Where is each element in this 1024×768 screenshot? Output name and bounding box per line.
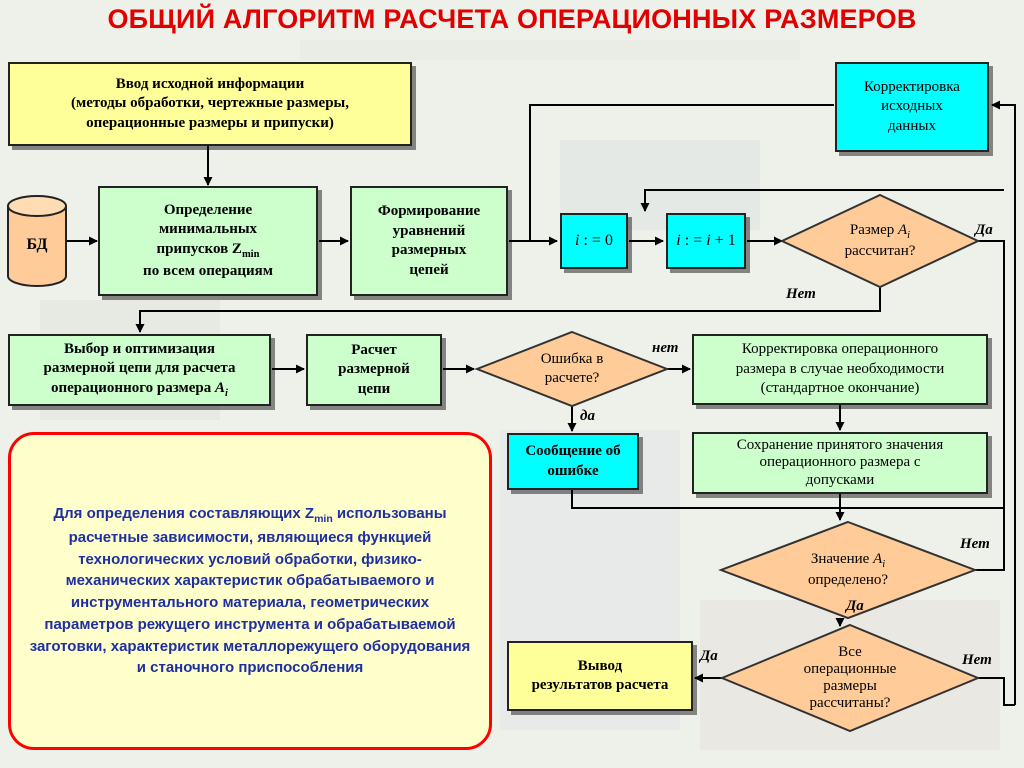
box-save-value: Сохранение принятого значения операционн… (692, 432, 988, 494)
box-i-increment: i : = i + 1 (666, 213, 746, 269)
label-no-calculated: Нет (786, 286, 816, 302)
database-label: БД (26, 236, 48, 253)
label-no-all: Нет (962, 652, 992, 668)
diamond-defined (718, 520, 978, 620)
diamond-all-done (719, 623, 981, 733)
box-correct-input: Корректировка исходных данных (835, 62, 989, 152)
diamond-error-text: Ошибка в расчете? (540, 351, 604, 386)
label-yes-all: Да (700, 648, 718, 664)
diamond-calculated (779, 193, 981, 289)
database-icon (7, 195, 67, 287)
box-chain-calc: Расчет размерной цепи (306, 334, 442, 406)
diamond-all-done-text: Все операционные размеры рассчитаны? (803, 644, 897, 711)
box-error-message: Сообщение об ошибке (507, 433, 639, 490)
box-input-info: Ввод исходной информации (методы обработ… (8, 62, 412, 146)
box-chain-select: Выбор и оптимизация размерной цепи для р… (8, 334, 271, 406)
label-yes-error: да (580, 408, 595, 424)
box-i-zero: i : = 0 (560, 213, 628, 269)
label-yes-defined: Да (846, 598, 864, 614)
label-no-error: нет (652, 340, 679, 356)
label-yes-calculated: Да (975, 222, 993, 238)
info-note: Для определения составляющих Zmin исполь… (8, 432, 492, 750)
box-correct-operational: Корректировка операционного размера в сл… (692, 334, 988, 405)
box-equations: Формирование уравнений размерных цепей (350, 186, 508, 296)
label-no-defined: Нет (960, 536, 990, 552)
box-output: Вывод результатов расчета (507, 641, 693, 711)
page-title: ОБЩИЙ АЛГОРИТМ РАСЧЕТА ОПЕРАЦИОННЫХ РАЗМ… (107, 4, 917, 34)
diamond-calculated-text: Размер Ai рассчитан? (844, 222, 916, 260)
box-min-allowance: Определение минимальных припусков Zmin п… (98, 186, 318, 296)
diamond-defined-text: Значение Ai определено? (807, 551, 889, 589)
diamond-error (474, 330, 670, 408)
